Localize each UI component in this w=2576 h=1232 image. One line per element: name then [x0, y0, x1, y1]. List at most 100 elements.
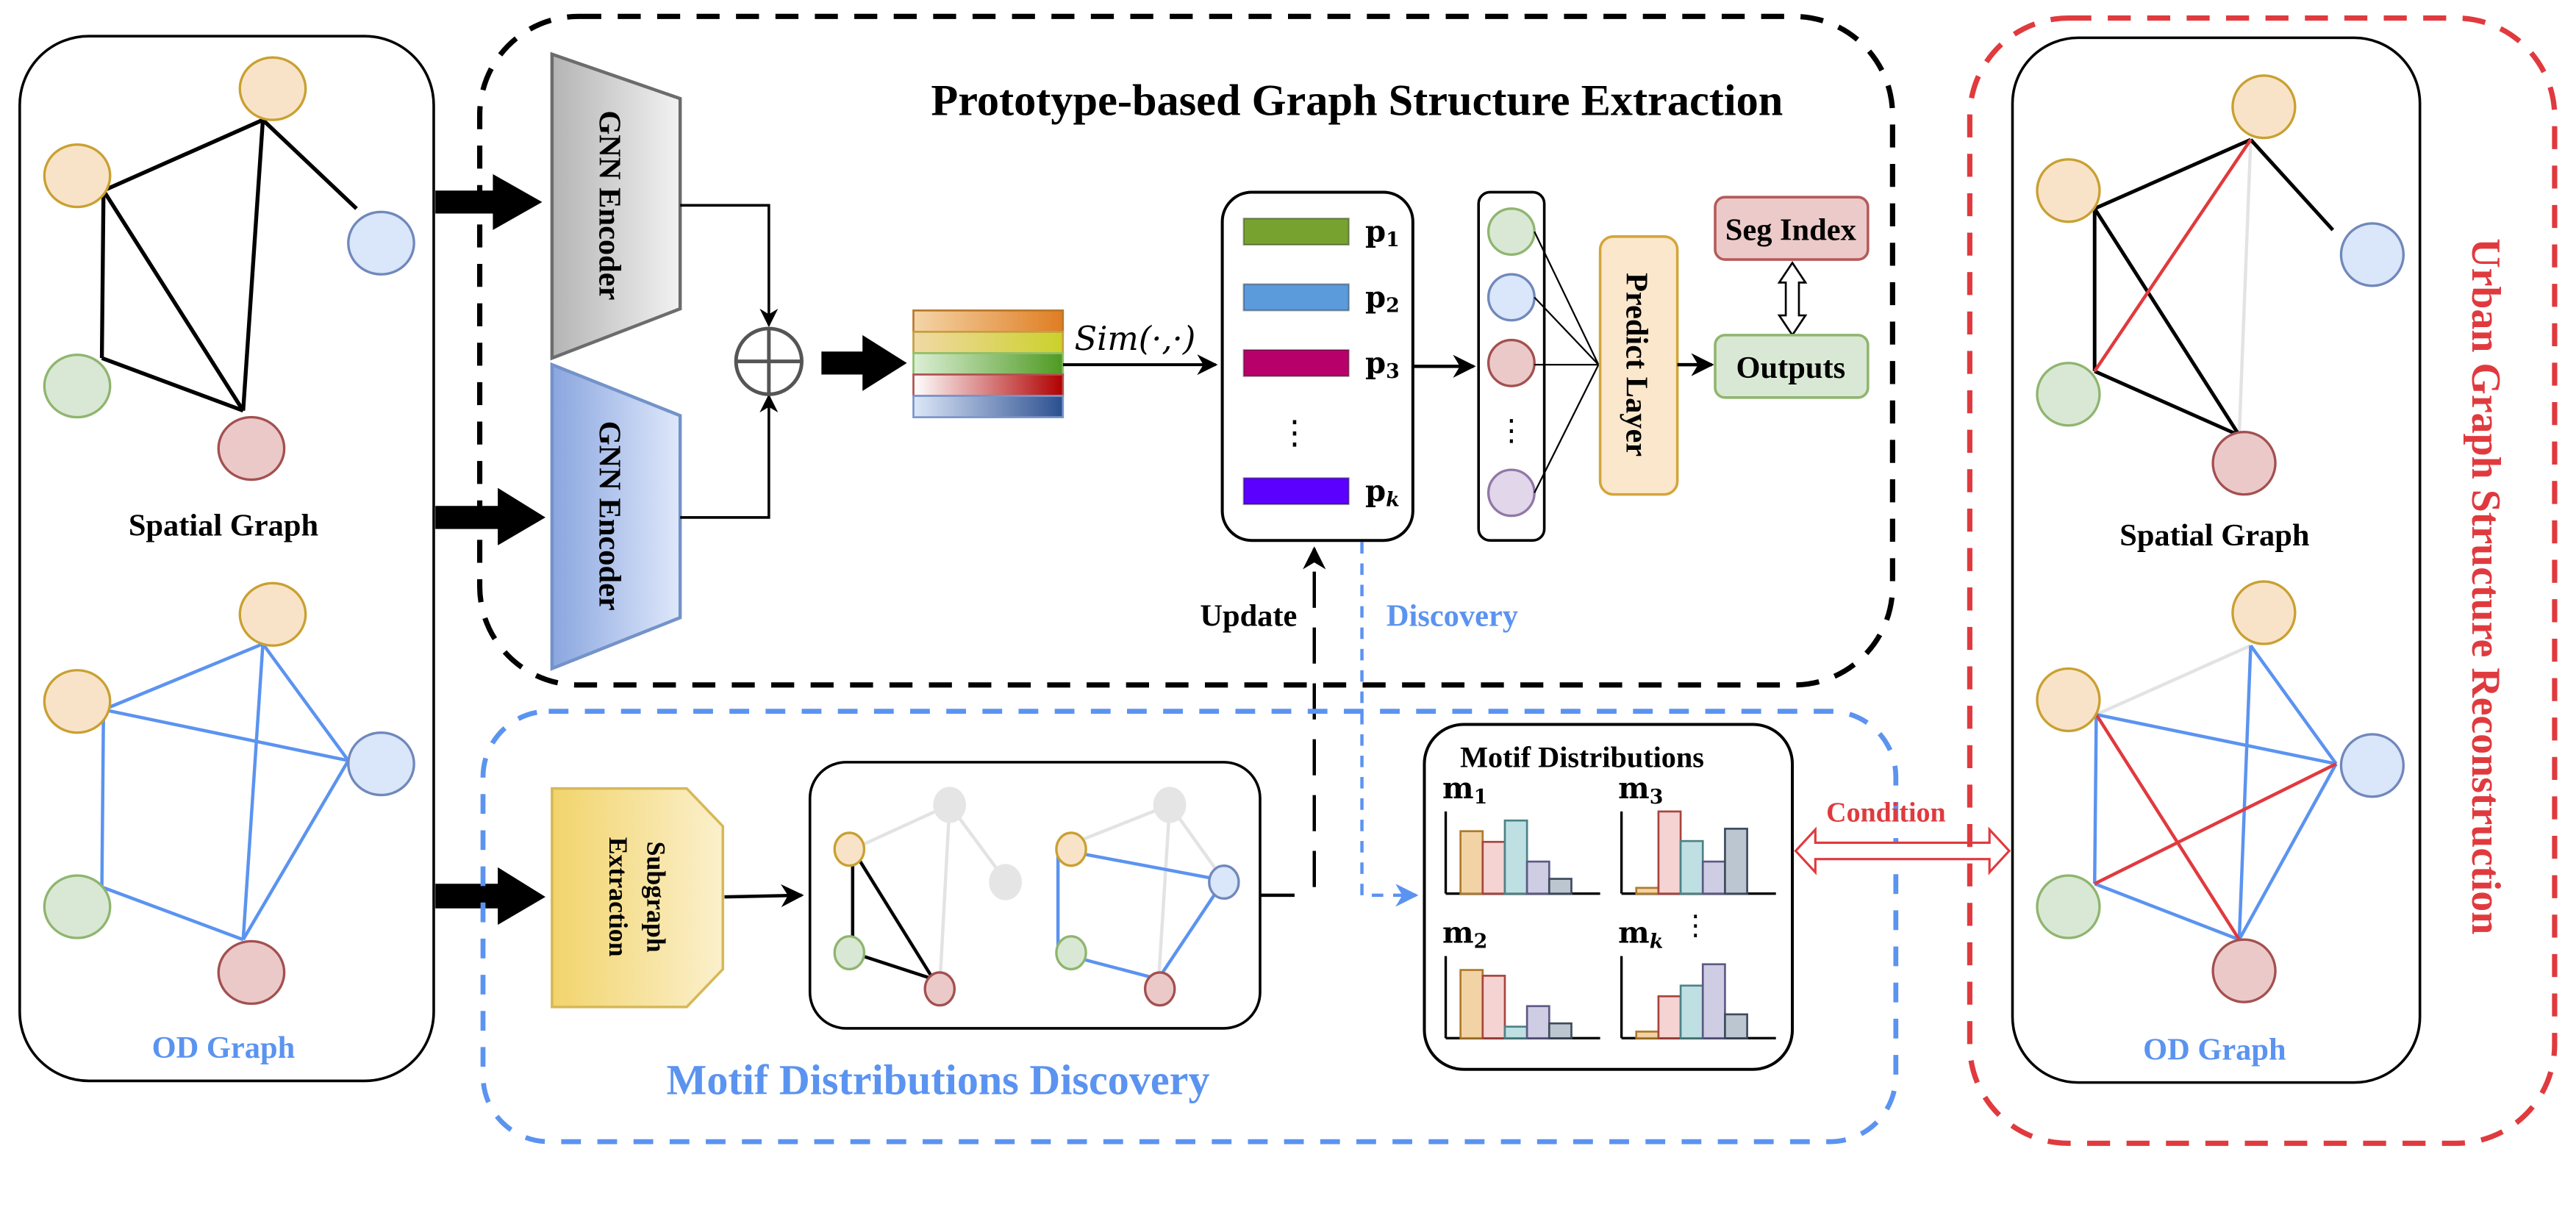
seg-index-label: Seg Index	[1725, 212, 1856, 247]
node-red	[217, 939, 286, 1006]
motif-discovery-module: Motif Distributions Discovery Subgraph E…	[480, 709, 2011, 1145]
subgraph-label-line1: Subgraph	[641, 842, 670, 953]
node-blue	[1486, 273, 1536, 322]
node-red	[2211, 938, 2277, 1003]
node-orange	[2036, 158, 2101, 223]
seg-index-box: Seg Index	[1714, 196, 1870, 261]
gnn-encoder-od: GNN Encoder	[550, 362, 682, 671]
prototype-vector	[1242, 477, 1350, 506]
node-red	[923, 971, 956, 1007]
discovery-label: Discovery	[1387, 598, 1518, 633]
reconstruction-module: Urban Graph Structure Reconstruction Spa…	[1967, 15, 2558, 1146]
motif-chart-m3: m3	[1618, 771, 1776, 895]
node-orange	[1055, 831, 1087, 867]
prototype-row: p2	[1242, 280, 1400, 318]
bar-c3	[1503, 1025, 1528, 1039]
bar-c3	[1679, 984, 1704, 1039]
motif-chart-m2: m2	[1442, 916, 1600, 1039]
node-red	[1143, 971, 1176, 1007]
thick-arrow-icon	[821, 334, 907, 391]
node-orange	[238, 581, 307, 647]
input-spatial-graph: Spatial Graph	[43, 56, 415, 543]
prototype-row: pk	[1242, 474, 1400, 511]
bar-c5	[1724, 1013, 1748, 1039]
bar-c4	[1525, 860, 1550, 895]
node-orange	[2231, 580, 2297, 645]
od-graph-label: OD Graph	[2143, 1032, 2286, 1067]
bar-c1	[1635, 1031, 1660, 1039]
bar-c3	[1679, 839, 1704, 895]
bar-c2	[1481, 975, 1506, 1039]
node-orange	[43, 143, 112, 209]
reconstructed-od-graph: OD Graph	[2036, 580, 2405, 1067]
bar-c1	[1635, 887, 1660, 895]
outputs-box: Outputs	[1714, 334, 1870, 399]
subgraph-samples-box	[808, 761, 1262, 1030]
reconstruction-title: Urban Graph Structure Reconstruction	[2463, 238, 2508, 934]
thick-arrow-icon	[435, 173, 543, 230]
node-ellipsis: ⋮	[1497, 414, 1526, 448]
bar-c4	[1525, 1005, 1550, 1039]
spatial-graph-label: Spatial Graph	[129, 509, 318, 543]
node-orange	[43, 669, 112, 734]
bar-c2	[1481, 840, 1506, 895]
node-green	[2036, 362, 2101, 427]
bar-c3	[1503, 819, 1528, 895]
bar-c4	[1701, 860, 1726, 895]
node-green	[1055, 935, 1087, 971]
node-green	[2036, 874, 2101, 939]
node-blue	[347, 210, 415, 276]
oplus-icon	[734, 326, 804, 396]
node-red	[1486, 338, 1536, 387]
subgraph-label-line2: Extraction	[604, 837, 633, 957]
thick-arrow-icon	[435, 487, 545, 545]
bar-c1	[1459, 969, 1484, 1039]
node-blue	[2339, 222, 2405, 287]
encoder-label: GNN Encoder	[593, 110, 627, 300]
prototype-vector	[1242, 348, 1350, 377]
node-green	[1486, 207, 1536, 257]
fused-embedding-stack	[912, 309, 1065, 418]
similarity-node-column: ⋮	[1477, 190, 1546, 542]
node-red	[217, 415, 286, 481]
double-arrow-icon	[1794, 826, 2011, 875]
prototype-row: p3	[1242, 345, 1400, 383]
prototype-ellipsis: ⋮	[1278, 413, 1312, 451]
reconstructed-spatial-graph: Spatial Graph	[2036, 74, 2405, 553]
subgraph-extraction-block: Subgraph Extraction	[551, 787, 725, 1009]
condition-arrow: Condition	[1794, 797, 2011, 875]
node-red	[2211, 431, 2277, 496]
subgraph-sample	[833, 787, 1022, 1007]
thick-arrow-icon	[435, 867, 545, 925]
encoder-label: GNN Encoder	[593, 421, 627, 611]
predict-layer: Predict Layer	[1598, 235, 1679, 496]
outputs-label: Outputs	[1736, 351, 1846, 385]
bar-c2	[1657, 995, 1682, 1039]
subgraph-sample	[1055, 787, 1240, 1007]
prototype-label: p3	[1365, 345, 1400, 383]
motif-chart-label: m3	[1618, 771, 1663, 809]
prototype-vector	[1242, 283, 1350, 312]
node-blue	[2339, 733, 2405, 798]
node-blue	[347, 731, 415, 797]
bar-c5	[1724, 828, 1748, 895]
bar-c4	[1701, 963, 1726, 1039]
node-orange	[833, 831, 866, 867]
bar-c5	[1548, 878, 1573, 895]
node-orange	[238, 56, 307, 121]
input-od-graph: OD Graph	[43, 581, 415, 1065]
node-purple	[1486, 468, 1536, 517]
spatial-graph-label: Spatial Graph	[2119, 518, 2309, 553]
motif-chart-mk: mk	[1618, 916, 1776, 1039]
node-green	[43, 874, 112, 939]
update-label: Update	[1200, 598, 1297, 633]
condition-label: Condition	[1826, 797, 1945, 828]
input-graphs-panel: Spatial Graph OD Graph	[18, 35, 435, 1083]
prototype-vector	[1242, 218, 1350, 246]
motif-module-title: Motif Distributions Discovery	[667, 1056, 1210, 1103]
motif-ellipsis: ⋮	[1681, 909, 1709, 942]
input-arrows	[435, 173, 545, 925]
